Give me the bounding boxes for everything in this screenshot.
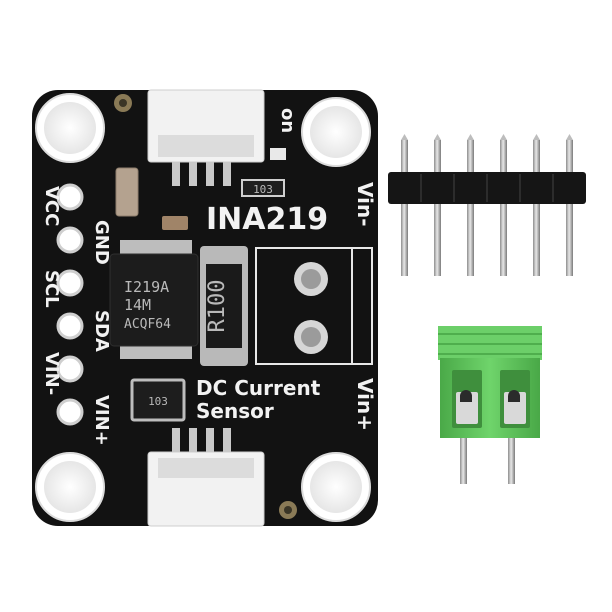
board-title: INA219: [206, 202, 328, 237]
pad-vin-plus: [56, 398, 84, 426]
header-pin-1: [401, 134, 408, 276]
pcb-board: 103 INA219 I219A 14M ACQF64 R100: [32, 89, 378, 527]
mounting-hole-top-right: [301, 97, 371, 167]
mounting-hole-top-left: [35, 93, 105, 163]
vin-minus-label: Vin-: [353, 182, 377, 227]
small-capacitor: [162, 216, 188, 230]
ic-marking-line-2: 14M: [124, 296, 151, 314]
ina219-chip: I219A 14M ACQF64: [109, 240, 199, 359]
shunt-resistor: R100: [200, 246, 248, 366]
stemma-connector-top: [147, 89, 265, 186]
header-pin-6: [566, 134, 573, 276]
pin-label-vin-minus: VIN-: [41, 352, 62, 395]
led-label: on: [277, 108, 298, 133]
power-led: [270, 148, 286, 160]
pin-label-scl: SCL: [41, 270, 62, 308]
header-pads: [56, 183, 84, 426]
vin-plus-label: Vin+: [353, 378, 377, 431]
resistor-top-code: 103: [253, 183, 273, 196]
board-subtitle-line-2: Sensor: [196, 399, 274, 423]
pin-label-vin-plus: VIN+: [91, 395, 112, 446]
pin-label-vcc: VCC: [41, 186, 62, 226]
pad-vcc: [56, 183, 84, 211]
resistor-bottom-code: 103: [148, 395, 168, 408]
ic-marking-line-3: ACQF64: [124, 317, 171, 332]
resistor-top: 103: [241, 179, 285, 197]
terminal-leg-1: [460, 436, 467, 484]
capacitor: [115, 167, 139, 217]
board-subtitle-line-1: DC Current: [196, 376, 321, 400]
stemma-connector-bottom: [147, 428, 265, 527]
header-pin-4: [500, 134, 507, 276]
mounting-hole-bottom-right: [301, 452, 371, 522]
header-pin-strip: [388, 134, 586, 276]
pin-label-gnd: GND: [91, 220, 112, 265]
mounting-hole-bottom-left: [35, 452, 105, 522]
header-pin-3: [467, 134, 474, 276]
ic-marking-line-1: I219A: [124, 278, 169, 296]
pad-scl: [56, 269, 84, 297]
pad-vin-minus: [56, 355, 84, 383]
pad-gnd: [56, 226, 84, 254]
resistor-bottom: 103: [130, 378, 186, 422]
pin-label-sda: SDA: [91, 310, 112, 352]
shunt-marking: R100: [205, 280, 230, 333]
terminal-silkscreen: [255, 247, 373, 365]
screw-terminal-block: [438, 326, 542, 484]
header-pin-2: [434, 134, 441, 276]
pad-sda: [56, 312, 84, 340]
terminal-leg-2: [508, 436, 515, 484]
header-pin-5: [533, 134, 540, 276]
